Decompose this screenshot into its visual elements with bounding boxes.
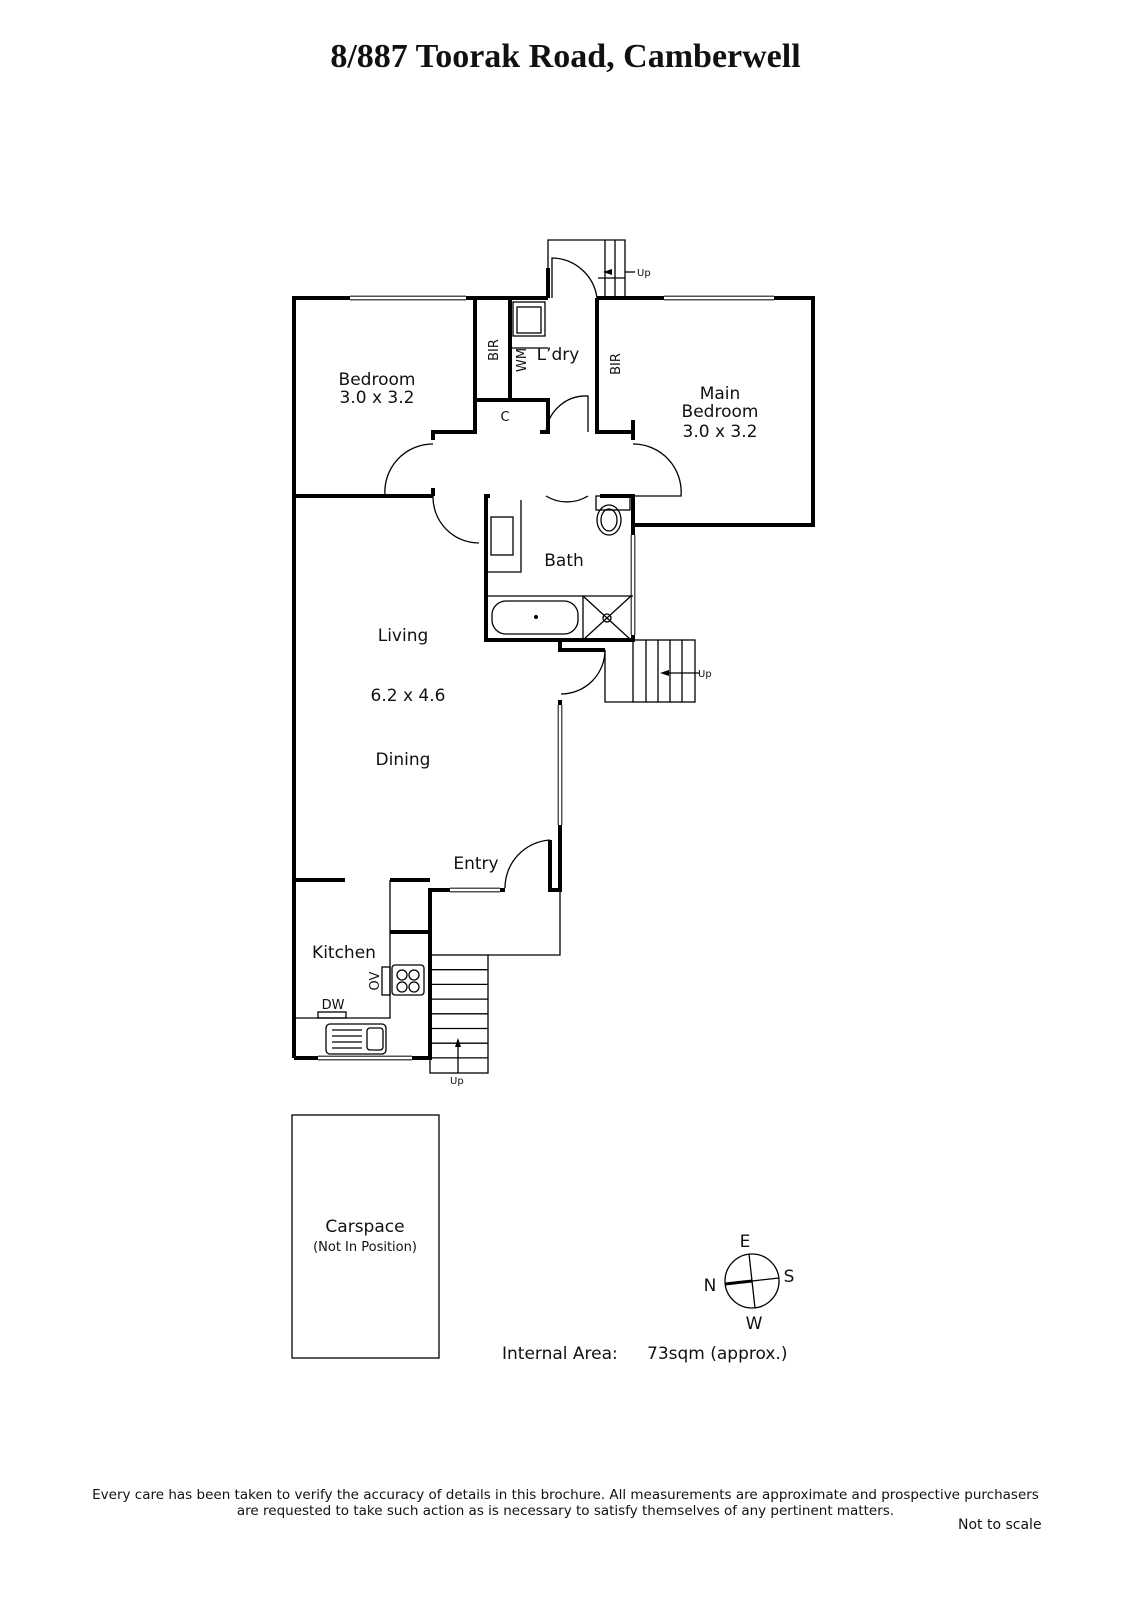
living-label: Living	[378, 626, 429, 646]
bedroom-label: Bedroom	[339, 370, 416, 390]
bedroom-size: 3.0 x 3.2	[340, 388, 415, 408]
stairs-top: Up	[598, 240, 651, 298]
cupboard-label: C	[500, 410, 509, 425]
stairs-up-label: Up	[637, 268, 651, 279]
main-bedroom-label: Main	[700, 384, 741, 404]
windows	[318, 295, 774, 1061]
disclaimer-line-1: Every care has been taken to verify the …	[92, 1487, 1039, 1503]
not-to-scale: Not to scale	[958, 1517, 1042, 1533]
wm-label: WM	[515, 348, 530, 372]
compass-north: N	[704, 1276, 717, 1296]
disclaimer-line-2: are requested to take such action as is …	[236, 1503, 895, 1519]
disclaimer: Every care has been taken to verify the …	[0, 1487, 1131, 1519]
oven-label: OV	[368, 971, 383, 990]
stairs-bottom: Up	[429, 954, 489, 1087]
carspace-note: (Not In Position)	[313, 1240, 417, 1255]
compass-west: W	[746, 1314, 763, 1334]
internal-area-value: 73sqm (approx.)	[647, 1344, 787, 1364]
compass-icon: E S W N	[704, 1232, 795, 1334]
stairs-right: Up	[604, 639, 712, 703]
door-swings	[384, 257, 682, 889]
kitchen-label: Kitchen	[312, 943, 376, 963]
carspace: Carspace (Not In Position)	[291, 1114, 440, 1359]
dining-label: Dining	[376, 750, 431, 770]
bir-label: BIR	[609, 353, 624, 375]
fixtures	[294, 301, 633, 1055]
compass-east: E	[740, 1232, 751, 1252]
page-title: 8/887 Toorak Road, Camberwell	[330, 38, 801, 75]
main-bedroom-size: 3.0 x 3.2	[683, 422, 758, 442]
room-labels: Bedroom 3.0 x 3.2 BIR WM L’dry BIR C Mai…	[312, 339, 758, 1013]
carspace-label: Carspace	[325, 1217, 404, 1237]
laundry-label: L’dry	[537, 345, 580, 365]
stairs-up-label: Up	[698, 669, 712, 680]
living-size: 6.2 x 4.6	[371, 686, 446, 706]
compass-south: S	[784, 1267, 795, 1287]
dishwasher-label: DW	[322, 998, 345, 1013]
entry-label: Entry	[453, 854, 498, 874]
bath-drain	[534, 615, 538, 619]
bir-label: BIR	[487, 339, 502, 361]
internal-area-label: Internal Area:	[502, 1344, 618, 1364]
main-bedroom-label: Bedroom	[682, 402, 759, 422]
stairs-up-label: Up	[450, 1076, 464, 1087]
bath-label: Bath	[544, 551, 584, 571]
